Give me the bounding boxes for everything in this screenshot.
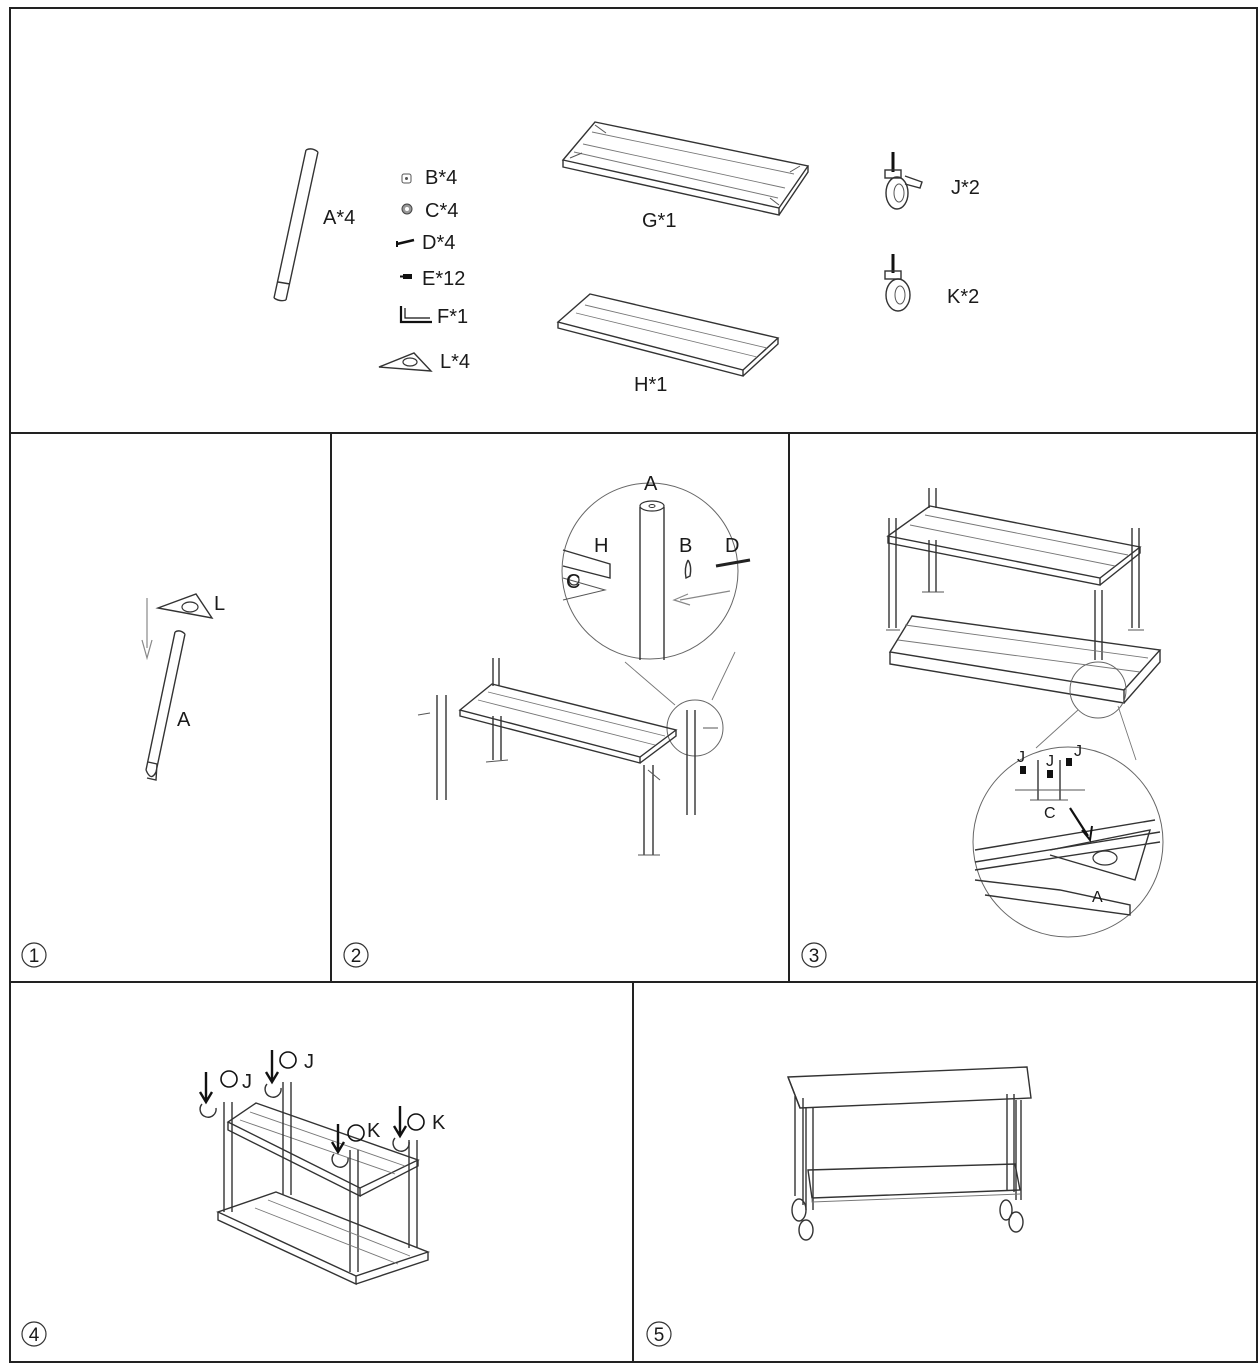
step-3-number: 3	[809, 946, 820, 967]
parts-list-panel: A*4 B*4 C*4 D*4 E*12 F*1	[273, 121, 980, 396]
part-g-shelf-drawing	[561, 121, 810, 216]
part-l-label: L*4	[440, 351, 470, 373]
step-1-label-a: A	[177, 709, 191, 731]
step-2-badge	[343, 942, 369, 968]
step-2-panel: A H B D C 2	[343, 473, 751, 968]
step-3-label-j3: J	[1074, 743, 1082, 760]
step-2-detail-circle	[561, 482, 739, 660]
step-4-label-j2: J	[304, 1051, 314, 1073]
part-h-shelf-drawing	[556, 293, 780, 377]
step-4-label-k1: K	[367, 1120, 381, 1142]
step-3-label-a: A	[1092, 889, 1103, 906]
part-a-label: A*4	[323, 207, 355, 229]
step-3-assembly-drawing	[886, 488, 1162, 761]
step-4-label-j1: J	[242, 1071, 252, 1093]
step-5-badge	[646, 1321, 672, 1347]
step-1-badge	[21, 942, 47, 968]
step-2-label-b: B	[679, 535, 692, 557]
step-4-label-k2: K	[432, 1112, 446, 1134]
part-d-bolt-icon	[396, 238, 415, 247]
part-h-label: H*1	[634, 374, 667, 396]
step-5-finished-table-drawing	[786, 1066, 1032, 1241]
part-c-label: C*4	[425, 200, 458, 222]
part-j-label: J*2	[951, 177, 980, 199]
step-5-number: 5	[654, 1325, 665, 1346]
step-1-panel: L A 1	[21, 593, 225, 968]
step-3-label-j2: J	[1046, 753, 1054, 770]
step-4-number: 4	[29, 1325, 40, 1346]
down-arrow	[141, 598, 153, 661]
step-3-badge	[801, 942, 827, 968]
step-2-assembly-drawing	[417, 658, 718, 856]
part-f-label: F*1	[437, 306, 468, 328]
step-1-leg-drawing	[145, 630, 186, 781]
step-3-panel: J J J C A 3	[801, 488, 1164, 968]
step-4-assembly-drawing	[198, 1050, 431, 1286]
part-e-label: E*12	[422, 268, 465, 290]
part-g-label: G*1	[642, 210, 676, 232]
part-l-plate-icon	[378, 352, 433, 372]
step-1-number: 1	[29, 946, 40, 967]
part-d-label: D*4	[422, 232, 455, 254]
part-b-plug-icon	[401, 173, 412, 184]
step-1-label-l: L	[214, 593, 225, 615]
step-4-badge	[21, 1321, 47, 1347]
step-4-panel: J J K K 4	[21, 1050, 446, 1347]
step-1-plate-drawing	[155, 593, 214, 619]
step-2-label-d: D	[725, 535, 739, 557]
part-b-label: B*4	[425, 167, 457, 189]
step-3-detail-drawing	[974, 758, 1161, 916]
step-3-label-j1: J	[1017, 749, 1025, 766]
step-2-label-c: C	[566, 571, 580, 593]
step-5-panel: 5	[646, 1066, 1032, 1347]
part-c-nut-icon	[401, 203, 413, 215]
part-a-leg-drawing	[273, 148, 319, 302]
step-3-detail-circle	[972, 746, 1164, 938]
step-3-label-c: C	[1044, 805, 1056, 822]
step-2-label-a: A	[644, 473, 658, 495]
step-2-number: 2	[351, 946, 362, 967]
part-k-caster-icon	[884, 254, 911, 312]
part-f-hex-key-icon	[399, 306, 432, 324]
step-2-label-h: H	[594, 535, 608, 557]
part-k-label: K*2	[947, 286, 979, 308]
part-e-screw-icon	[400, 274, 412, 279]
step-2-detail-drawing	[562, 500, 751, 660]
part-j-caster-icon	[884, 152, 923, 210]
